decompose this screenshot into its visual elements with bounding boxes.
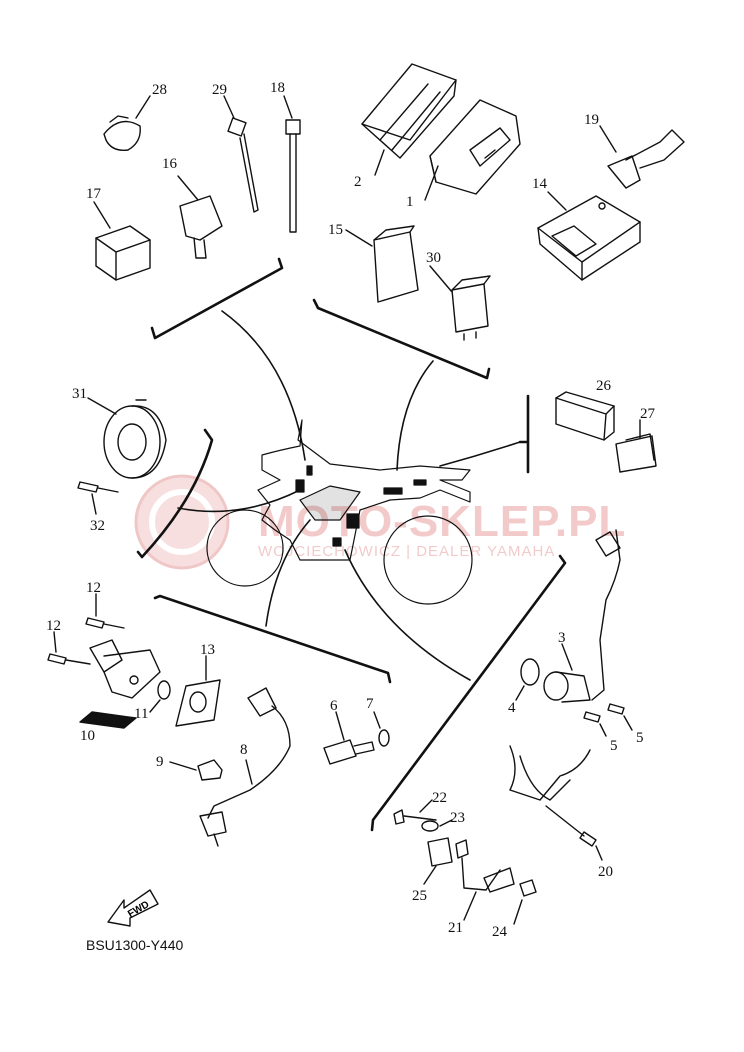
relay-30 [429, 265, 491, 341]
clamp-28 [103, 95, 151, 151]
throttle-sensor-10 [79, 639, 161, 729]
horn [87, 397, 167, 479]
sensor-21 [455, 839, 515, 921]
o-ring-11 [149, 680, 171, 713]
bracket-25 [423, 837, 453, 885]
ecu-unit [424, 99, 521, 201]
rectifier-regulator [537, 191, 641, 281]
callout-5a: 5 [636, 730, 644, 746]
watermark-subtitle: WOJCIECHOWICZ | DEALER YAMAHA [258, 543, 555, 560]
wire-assembly-20 [509, 745, 603, 861]
callout-6: 6 [330, 698, 338, 714]
callout-28: 28 [152, 82, 167, 98]
nut-24 [513, 879, 537, 925]
callout-26: 26 [596, 378, 612, 394]
callout-3: 3 [558, 630, 566, 646]
watermark-title: MOTO-SKLEP.PL [258, 497, 626, 546]
sensor-19 [599, 125, 685, 189]
fwd-arrow-icon [107, 889, 159, 927]
callout-7: 7 [366, 696, 374, 712]
gasket-13 [175, 655, 221, 727]
callout-29: 29 [212, 82, 227, 98]
callout-17: 17 [86, 186, 102, 202]
callout-32: 32 [90, 518, 105, 534]
callout-31: 31 [72, 386, 87, 402]
relay-15 [345, 225, 419, 303]
bolt-22 [393, 799, 437, 825]
fwd-label: FWD [126, 899, 151, 920]
callout-19: 19 [584, 112, 599, 128]
callout-11: 11 [134, 706, 148, 722]
callout-1: 1 [406, 194, 414, 210]
connector-27 [615, 419, 657, 473]
callout-13: 13 [200, 642, 215, 658]
callout-4: 4 [508, 700, 516, 716]
watermark: MOTO-SKLEP.PL WOJCIECHOWICZ | DEALER YAM… [134, 474, 626, 570]
callout-21: 21 [448, 920, 463, 936]
bolt-12 [47, 593, 125, 665]
callout-23: 23 [450, 810, 465, 826]
callout-14: 14 [532, 176, 548, 192]
bracket-9 [169, 759, 223, 781]
cable-tie-18 [283, 95, 301, 233]
callout-18: 18 [270, 80, 285, 96]
o-ring-4 [515, 658, 540, 701]
motorcycle-frame [206, 419, 473, 605]
callout-9: 9 [156, 754, 164, 770]
callout-25: 25 [412, 888, 427, 904]
connector-26 [555, 391, 615, 441]
callout-12a: 12 [86, 580, 101, 596]
sensor-16 [177, 175, 223, 259]
callout-16: 16 [162, 156, 178, 172]
bolt-5 [583, 703, 633, 737]
callout-15: 15 [328, 222, 343, 238]
relay-17 [93, 201, 151, 281]
relay-module [361, 63, 457, 176]
callout-30: 30 [426, 250, 441, 266]
callout-labels: 1 2 3 4 5 5 6 7 8 9 10 11 12 12 13 14 15… [46, 80, 656, 940]
callout-24: 24 [492, 924, 508, 940]
bracket-lines [136, 257, 567, 832]
sensor-8 [199, 687, 291, 847]
bolt-32 [77, 481, 119, 515]
sensor-3 [543, 529, 621, 703]
callout-5b: 5 [610, 738, 618, 754]
callout-27: 27 [640, 406, 656, 422]
callout-22: 22 [432, 790, 447, 806]
washer-7 [373, 711, 390, 747]
callout-10: 10 [80, 728, 95, 744]
leader-lines [177, 310, 521, 681]
washer-23 [421, 819, 453, 832]
switch-6 [323, 711, 375, 765]
callout-12b: 12 [46, 618, 61, 634]
diagram-code: BSU1300-Y440 [86, 937, 184, 953]
callout-8: 8 [240, 742, 248, 758]
callout-20: 20 [598, 864, 613, 880]
cable-tie-29 [223, 95, 259, 213]
callout-2: 2 [354, 174, 362, 190]
